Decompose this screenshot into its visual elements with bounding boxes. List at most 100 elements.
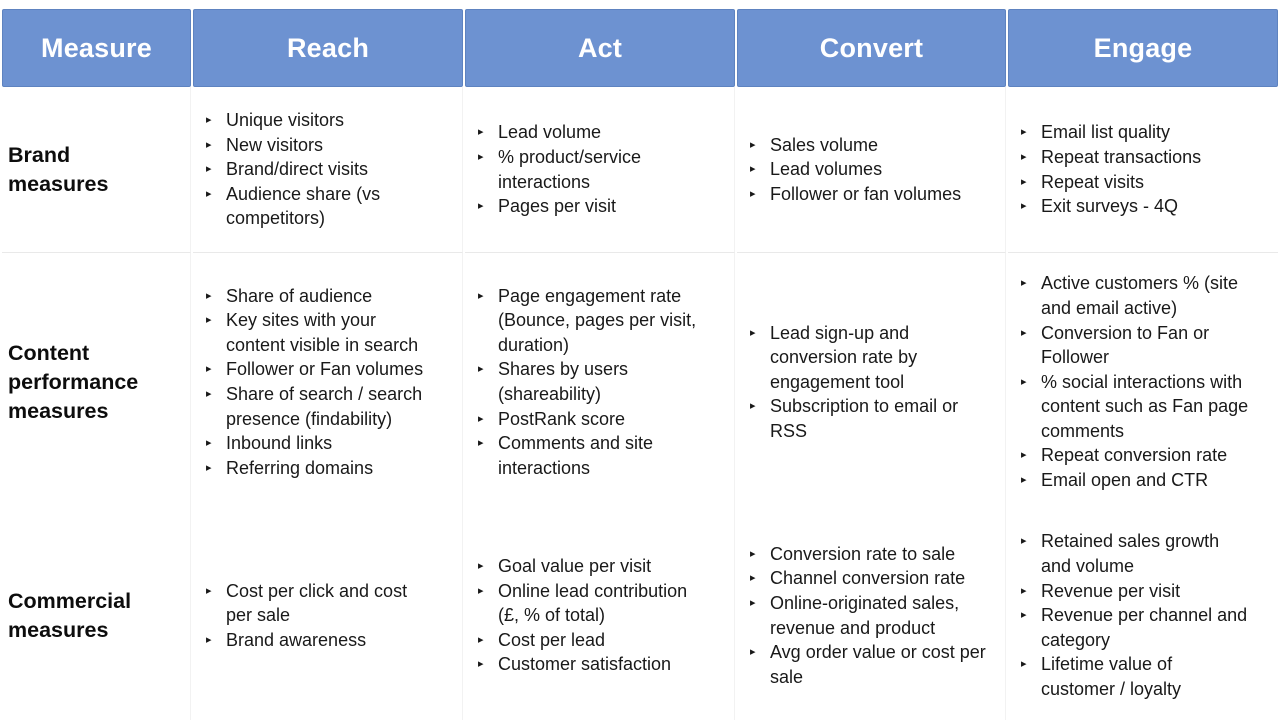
- cell-content-reach: ▸Share of audience▸Key sites with your c…: [193, 253, 463, 511]
- list-item-text: Share of search / search presence (finda…: [226, 384, 423, 429]
- cell-content-act: ▸Page engagement rate (Bounce, pages per…: [465, 253, 735, 511]
- bullet-icon: ▸: [478, 584, 484, 597]
- metric-list: ▸Share of audience▸Key sites with your c…: [206, 284, 437, 481]
- list-item-text: Customer satisfaction: [498, 654, 672, 675]
- list-item: ▸Comments and site interactions: [478, 431, 709, 480]
- list-item-text: Conversion to Fan or Follower: [1041, 322, 1210, 368]
- bullet-icon: ▸: [1021, 609, 1027, 622]
- list-item-text: % social interactions with content such …: [1041, 371, 1249, 441]
- list-item: ▸ Subscription to email or RSS: [750, 394, 998, 443]
- list-item-text: Lead volumes: [770, 159, 883, 180]
- bullet-icon: ▸: [478, 289, 484, 302]
- metric-list: ▸Page engagement rate (Bounce, pages per…: [478, 284, 709, 481]
- bullet-icon: ▸: [750, 400, 756, 413]
- cell-brand-reach: ▸ Unique visitors▸New visitors ▸ Brand/dire…: [193, 87, 463, 253]
- list-item-text: Referring domains: [226, 457, 374, 478]
- list-item: ▸ Online lead contribution (£, % of total…: [478, 579, 709, 628]
- cell-content-convert: ▸ Lead sign-up and conversion rate by eng…: [737, 253, 1006, 511]
- metric-list: ▸Conversion rate to sale▸Channel convers…: [750, 542, 998, 690]
- list-item: ▸Inbound links: [206, 431, 437, 456]
- cell-brand-engage: ▸Email list quality▸Repeat transactions▸…: [1008, 87, 1278, 253]
- bullet-icon: ▸: [1021, 200, 1027, 213]
- list-item: ▸Follower or fan volumes: [750, 182, 961, 207]
- bullet-icon: ▸: [478, 363, 484, 376]
- metric-list: ▸Cost per click and cost per sale▸Brand …: [206, 579, 437, 653]
- list-item: ▸ Revenue per channel and category: [1021, 603, 1249, 652]
- header-cell-engage: Engage: [1008, 9, 1278, 87]
- list-item: ▸Email open and CTR: [1021, 468, 1249, 493]
- list-item-text: Audience share (vs competitors): [226, 183, 381, 229]
- list-item-text: Key sites with your content visible in s…: [226, 310, 419, 355]
- bullet-icon: ▸: [206, 163, 212, 176]
- list-item: ▸Lead sign-up and conversion rate by eng…: [750, 321, 998, 395]
- list-item: ▸ Email list quality: [1021, 120, 1201, 145]
- row-label-brand-measures: Brand measures: [2, 87, 191, 253]
- list-item-text: Retained sales growth and volume: [1041, 531, 1220, 577]
- metric-list: ▸ Lead sign-up and conversion rate by eng…: [750, 321, 998, 444]
- list-item-text: Share of audience: [226, 285, 373, 306]
- list-item: ▸Lead volume: [478, 120, 709, 145]
- list-item-text: Repeat transactions: [1041, 146, 1202, 167]
- bullet-icon: ▸: [750, 596, 756, 609]
- list-item-text: PostRank score: [498, 408, 626, 429]
- metric-list: ▸ Unique visitors▸New visitors ▸ Brand/dire…: [206, 108, 437, 231]
- list-item: ▸Exit surveys - 4Q: [1021, 194, 1201, 219]
- list-item: ▸Repeat conversion rate: [1021, 443, 1249, 468]
- metric-list: ▸ Active customers % (site and email acti…: [1021, 271, 1249, 492]
- list-item-text: Follower or Fan volumes: [226, 359, 424, 380]
- list-item-text: Lead sign-up and conversion rate by enga…: [770, 322, 918, 392]
- list-item-text: Repeat visits: [1041, 171, 1145, 192]
- list-item-text: Revenue per visit: [1041, 580, 1181, 601]
- list-item-text: Unique visitors: [226, 110, 345, 131]
- bullet-icon: ▸: [1021, 584, 1027, 597]
- list-item-text: Avg order value or cost per sale: [770, 642, 986, 687]
- list-item: ▸Cost per lead: [478, 628, 709, 653]
- row-label-commercial-measures: Commercial measures: [2, 511, 191, 720]
- bullet-icon: ▸: [1021, 375, 1027, 388]
- list-item-text: Pages per visit: [498, 196, 617, 217]
- bullet-icon: ▸: [478, 150, 484, 163]
- metric-list: ▸Lead volume▸% product/service interacti…: [478, 120, 709, 218]
- metric-list: ▸Retained sales growth and volume▸Revenu…: [1021, 529, 1249, 701]
- list-item-text: Lifetime value of customer / loyalty: [1041, 654, 1182, 699]
- list-item-text: Inbound links: [226, 433, 333, 454]
- bullet-icon: ▸: [206, 314, 212, 327]
- cell-commercial-reach: ▸Cost per click and cost per sale▸Brand …: [193, 511, 463, 720]
- list-item: ▸Share of audience: [206, 284, 437, 309]
- bullet-icon: ▸: [1021, 175, 1027, 188]
- cell-brand-act: ▸Lead volume▸% product/service interacti…: [465, 87, 735, 253]
- bullet-icon: ▸: [750, 163, 756, 176]
- list-item-text: Online-originated sales, revenue and pro…: [770, 592, 960, 638]
- list-item-text: Follower or fan volumes: [770, 183, 962, 204]
- row-label-text: Commercial measures: [8, 588, 132, 642]
- list-item: ▸ Repeat visits: [1021, 170, 1201, 195]
- list-item: ▸ Online-originated sales, revenue and pr…: [750, 591, 998, 640]
- list-item: ▸New visitors: [206, 133, 437, 158]
- cell-brand-convert: ▸Sales volume▸Lead volumes▸Follower or f…: [737, 87, 1006, 253]
- list-item: ▸Goal value per visit: [478, 554, 709, 579]
- list-item: ▸ Active customers % (site and email acti…: [1021, 271, 1249, 320]
- bullet-icon: ▸: [1021, 277, 1027, 290]
- metric-list: ▸Email list quality▸Repeat transactions▸…: [1021, 120, 1201, 218]
- list-item-text: Shares by users (shareability): [498, 359, 629, 404]
- list-item-text: Online lead contribution (£, % of total): [498, 580, 688, 626]
- bullet-icon: ▸: [206, 114, 212, 127]
- list-item-text: Email list quality: [1041, 122, 1171, 143]
- list-item-text: Active customers % (site and email activ…: [1041, 273, 1239, 318]
- bullet-icon: ▸: [478, 658, 484, 671]
- bullet-icon: ▸: [206, 363, 212, 376]
- bullet-icon: ▸: [206, 584, 212, 597]
- list-item-text: Lead volume: [498, 122, 602, 143]
- list-item-text: Email open and CTR: [1041, 470, 1209, 491]
- bullet-icon: ▸: [1021, 658, 1027, 671]
- list-item-text: Brand/direct visits: [226, 159, 369, 180]
- list-item-text: Subscription to email or RSS: [770, 396, 959, 441]
- list-item: ▸ Brand/direct visits: [206, 157, 437, 182]
- header-cell-convert: Convert: [737, 9, 1006, 87]
- row-label-text: Content performance measures: [8, 340, 139, 423]
- list-item-text: New visitors: [226, 134, 324, 155]
- list-item-text: Revenue per channel and category: [1041, 605, 1248, 650]
- list-item: ▸Retained sales growth and volume: [1021, 529, 1249, 578]
- bullet-icon: ▸: [1021, 126, 1027, 139]
